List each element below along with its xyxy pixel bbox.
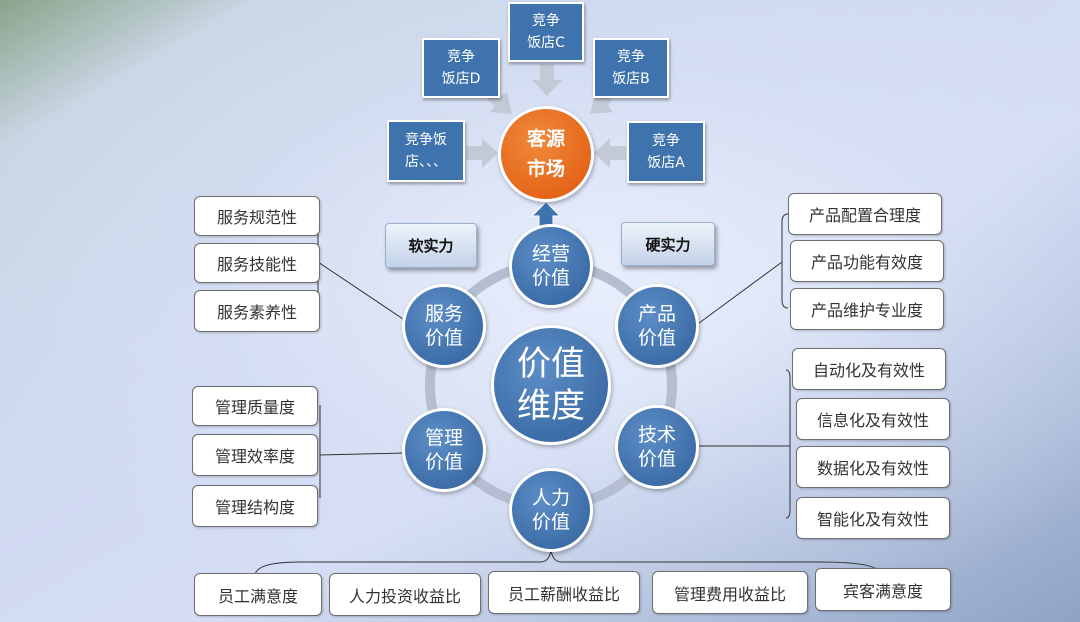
management-value-circle: 管理 价值 (402, 408, 486, 492)
management-item-label: 管理效率度 (214, 447, 295, 466)
hard-power-label: 硬实力 (645, 235, 691, 254)
competitor-a-box: 竞争 饭店A (627, 121, 705, 183)
management-item-label: 管理结构度 (214, 498, 295, 517)
service-value-label: 服务 价值 (424, 303, 463, 349)
service-connector (317, 261, 407, 322)
service-item-label: 服务规范性 (216, 208, 297, 227)
competitor-c-box: 竞争 饭店C (508, 2, 584, 62)
technology-item-box: 智能化及有效性 (796, 497, 950, 539)
competitor-etc-label: 竞争饭 店、、、 (405, 132, 447, 170)
human-item-label: 管理费用收益比 (673, 584, 786, 604)
human-item-label: 宾客满意度 (842, 581, 923, 601)
value-dimension-center: 价值 维度 (491, 325, 611, 445)
technology-item-box: 信息化及有效性 (796, 398, 950, 440)
competitor-etc-box: 竞争饭 店、、、 (387, 120, 465, 182)
management-value-label: 管理 价值 (424, 427, 463, 473)
product-bracket (781, 213, 789, 309)
product-item-box: 产品维护专业度 (790, 288, 944, 330)
technology-item-label: 信息化及有效性 (816, 411, 929, 430)
technology-item-box: 数据化及有效性 (796, 446, 950, 488)
management-connector (319, 452, 406, 456)
product-item-label: 产品维护专业度 (810, 301, 923, 320)
human-item-label: 人力投资收益比 (348, 586, 461, 606)
customer-market-label: 客源 市场 (526, 128, 565, 180)
human-value-circle: 人力 价值 (509, 468, 593, 552)
service-item-box: 服务技能性 (194, 243, 320, 283)
technology-item-box: 自动化及有效性 (792, 348, 946, 390)
human-item-box: 员工满意度 (194, 573, 322, 616)
competitor-a-label: 竞争 饭店A (647, 133, 685, 171)
technology-item-label: 数据化及有效性 (816, 459, 929, 478)
product-item-box: 产品功能有效度 (790, 240, 944, 282)
customer-market-circle: 客源 市场 (498, 106, 594, 202)
human-item-box: 人力投资收益比 (329, 573, 481, 616)
technology-value-circle: 技术 价值 (615, 405, 699, 489)
technology-bracket (785, 369, 791, 519)
arrow-etc (466, 138, 498, 168)
human-item-box: 管理费用收益比 (652, 571, 808, 614)
competitor-d-label: 竞争 饭店D (441, 49, 481, 87)
technology-item-label: 自动化及有效性 (812, 361, 925, 380)
product-value-label: 产品 价值 (637, 303, 676, 349)
arrow-a (594, 138, 626, 168)
service-value-circle: 服务 价值 (402, 284, 486, 368)
service-item-box: 服务规范性 (194, 196, 320, 236)
service-item-box: 服务素养性 (194, 290, 320, 332)
management-item-box: 管理结构度 (192, 485, 318, 527)
soft-power-label: 软实力 (408, 237, 454, 255)
product-value-circle: 产品 价值 (615, 284, 699, 368)
human-item-box: 员工薪酬收益比 (488, 571, 640, 614)
management-item-box: 管理效率度 (192, 434, 318, 476)
technology-item-label: 智能化及有效性 (816, 510, 929, 529)
technology-value-label: 技术 价值 (637, 424, 676, 470)
product-connector (694, 261, 783, 327)
soft-power-tag: 软实力 (385, 223, 477, 268)
human-item-box: 宾客满意度 (815, 568, 951, 611)
competitor-d-box: 竞争 饭店D (422, 38, 500, 98)
competitor-b-box: 竞争 饭店B (593, 38, 669, 98)
operation-value-circle: 经营 价值 (509, 224, 593, 308)
human-item-label: 员工满意度 (217, 586, 298, 606)
arrow-c (532, 64, 562, 96)
service-item-label: 服务素养性 (216, 303, 297, 322)
operation-value-label: 经营 价值 (531, 243, 570, 289)
management-item-label: 管理质量度 (214, 398, 295, 417)
human-value-label: 人力 价值 (531, 487, 570, 533)
management-item-box: 管理质量度 (192, 386, 318, 426)
competitor-b-label: 竞争 饭店B (612, 49, 650, 87)
service-item-label: 服务技能性 (216, 255, 297, 274)
product-item-label: 产品配置合理度 (808, 206, 921, 225)
value-dimension-label: 价值 维度 (517, 344, 585, 426)
hard-power-tag: 硬实力 (621, 222, 715, 266)
competitor-c-label: 竞争 饭店C (527, 13, 565, 51)
human-item-label: 员工薪酬收益比 (507, 584, 620, 604)
product-item-label: 产品功能有效度 (810, 253, 923, 272)
product-item-box: 产品配置合理度 (788, 193, 942, 235)
